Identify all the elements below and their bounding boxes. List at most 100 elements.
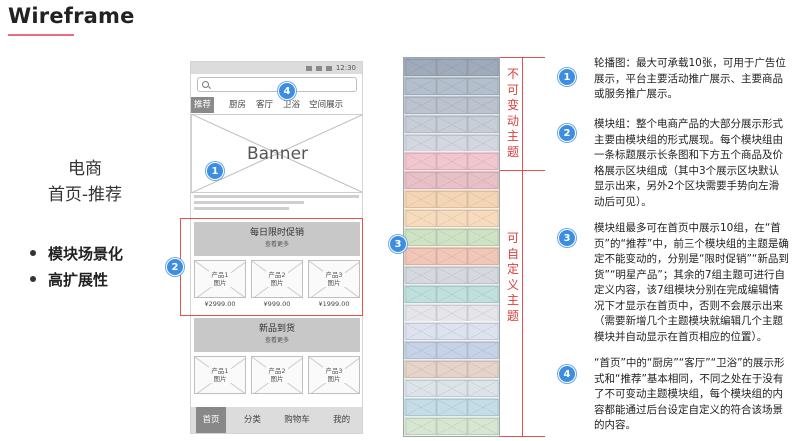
strip-module-row (404, 246, 499, 266)
full-page-strip (403, 57, 500, 437)
module-title: 每日限时促销 (249, 228, 304, 238)
product-name-sub: 图片 (326, 279, 342, 287)
tab-kitchen[interactable]: 厨房 (229, 100, 247, 110)
banner-label: Banner (246, 144, 309, 164)
view-more-link[interactable]: 查看更多 (264, 241, 289, 248)
strip-thumbnail-icon (405, 191, 499, 208)
strip-thumbnail-icon (405, 210, 499, 227)
banner-carousel[interactable]: Banner (191, 113, 362, 194)
description-4: “首页”中的“厨房”“客厅”“卫浴”的展示形式和“推荐”基本相同，不同之处在于没… (594, 357, 785, 431)
strip-module-row (404, 303, 499, 323)
description-3: 模块组最多可在首页中展示10组，在“首页”的“推荐”中，前三个模块组的主题是确定… (594, 222, 789, 343)
module-title: 新品到货 (258, 324, 295, 334)
strip-thumbnail-icon (405, 285, 499, 303)
strip-thumbnail-icon (405, 399, 499, 416)
product-name: 产品1 (210, 367, 230, 375)
bullet-item: 模块场景化 (30, 240, 123, 266)
bullet-dot-icon (30, 250, 36, 256)
banner-placeholder-icon (191, 113, 362, 194)
strip-module-row (404, 133, 499, 153)
title-underline (8, 34, 74, 36)
callout-badge-1: 1 (206, 162, 224, 180)
bullet-dot-icon (30, 276, 36, 282)
desc-badge-1: 1 (558, 68, 576, 86)
bullet-item: 高扩展性 (30, 266, 123, 292)
tab-bathroom[interactable]: 卫浴 (283, 100, 301, 110)
heading-line-1: 电商 (68, 159, 102, 179)
nav-cart[interactable]: 购物车 (284, 415, 310, 425)
product-name: 产品1 (210, 271, 230, 279)
product-name: 产品2 (267, 367, 287, 375)
strip-module-row (404, 398, 499, 417)
left-heading: 电商 首页-推荐 (40, 156, 130, 208)
custom-theme-label: 可自定义主题 (506, 231, 520, 324)
product-price: ¥1999.00 (318, 300, 350, 308)
nav-home[interactable]: 首页 (196, 407, 226, 433)
fixed-theme-label: 不可变动主题 (506, 67, 520, 160)
strip-module-row (404, 152, 499, 172)
product-name-sub: 图片 (269, 279, 285, 287)
strip-module-row (404, 360, 499, 380)
search-input[interactable] (197, 77, 357, 92)
bullet-text: 高扩展性 (48, 270, 109, 289)
tab-recommend[interactable]: 推荐 (191, 97, 215, 113)
module-highlight-box (180, 218, 363, 316)
bracket-line (522, 57, 523, 437)
page-title: Wireframe (8, 4, 135, 28)
strip-thumbnail-icon (405, 78, 499, 95)
heading-line-2: 首页-推荐 (47, 185, 123, 205)
product-name-sub: 图片 (269, 375, 285, 383)
strip-module-row (404, 190, 499, 210)
status-bar: 12:30 (191, 62, 362, 74)
nav-category[interactable]: 分类 (243, 415, 261, 425)
callout-badge-4: 4 (278, 82, 296, 100)
strip-thumbnail-icon (405, 248, 499, 265)
product-name: 产品2 (267, 271, 287, 279)
strip-thumbnail-icon (405, 304, 499, 322)
strip-thumbnail-icon (405, 323, 499, 341)
desc-badge-4: 4 (558, 365, 576, 383)
view-more-link[interactable]: 查看更多 (264, 337, 289, 344)
module-title-bar[interactable]: 新品到货 查看更多 (194, 318, 360, 352)
strip-thumbnail-icon (405, 342, 499, 360)
status-time: 12:30 (335, 64, 356, 72)
strip-thumbnail-icon (405, 267, 499, 284)
strip-module-row (404, 58, 499, 77)
product-name: 产品3 (324, 367, 344, 375)
strip-module-row (404, 322, 499, 342)
strip-thumbnail-icon (405, 59, 499, 76)
callout-badge-3: 3 (389, 235, 407, 253)
wifi-icon (305, 65, 312, 71)
strip-module-row (404, 228, 499, 247)
strip-module-row (404, 416, 499, 436)
tab-space-display[interactable]: 空间展示 (309, 100, 344, 110)
product-price: ¥2999.00 (204, 300, 236, 308)
strip-module-row (404, 284, 499, 304)
module-title-bar[interactable]: 每日限时促销 查看更多 (194, 222, 360, 256)
strip-module-row (404, 265, 499, 285)
search-icon (202, 81, 209, 88)
desc-badge-3: 3 (558, 229, 576, 247)
tab-living-room[interactable]: 客厅 (256, 100, 274, 110)
product-name-sub: 图片 (212, 279, 228, 287)
strip-module-row (404, 171, 499, 191)
strip-module-row (404, 379, 499, 399)
strip-module-row (404, 209, 499, 229)
strip-module-row (404, 114, 499, 134)
nav-mine[interactable]: 我的 (333, 415, 351, 425)
callout-badge-2: 2 (166, 258, 184, 276)
strip-thumbnail-icon (405, 361, 499, 378)
phone-wireframe: 12:30 推荐 厨房 客厅 卫浴 空间展示 Banner 每日限时促销 查看更… (190, 61, 363, 434)
strip-thumbnail-icon (405, 229, 499, 246)
